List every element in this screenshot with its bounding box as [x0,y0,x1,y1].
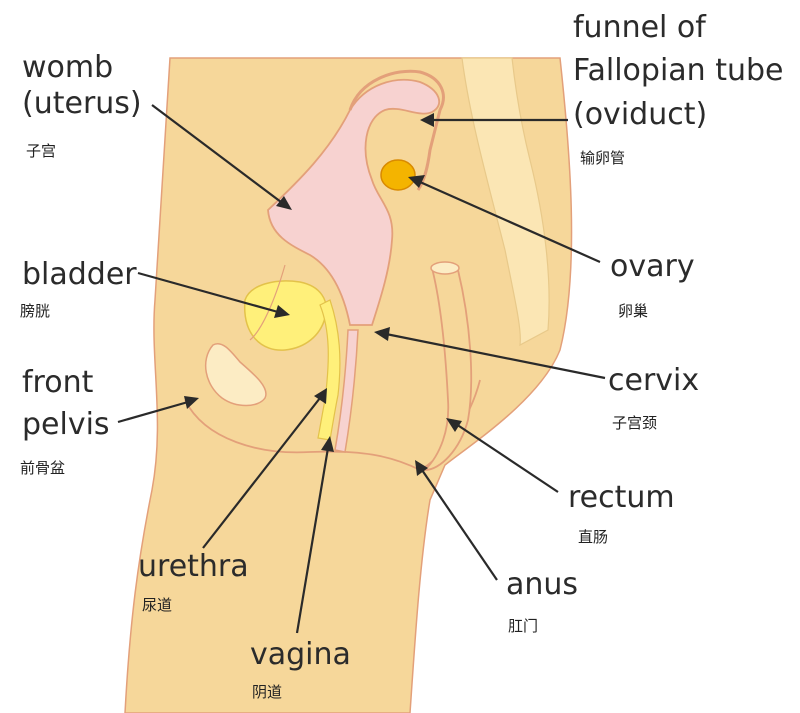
label-cervix-zh: 子宫颈 [612,414,657,432]
ovary-shape [380,159,416,191]
label-anus-en: anus [506,567,578,602]
label-ovary: ovary 卵巢 [610,249,695,320]
label-anus-zh: 肛门 [508,617,538,635]
label-bladder-en: bladder [22,257,137,292]
label-vagina-en: vagina [250,637,351,672]
label-vagina: vagina 阴道 [250,637,351,701]
label-urethra: urethra 尿道 [138,549,249,614]
label-anus: anus 肛门 [506,567,578,635]
spine [461,57,550,347]
fallopian-tube [348,69,445,191]
label-womb-line2: (uterus) [22,86,142,121]
label-bladder: bladder 膀胱 [20,257,137,320]
label-cervix: cervix 子宫颈 [608,363,699,432]
label-womb-zh: 子宫 [26,142,56,160]
label-rectum: rectum 直肠 [568,480,675,546]
front-pelvis-bone [205,343,267,407]
label-ovary-zh: 卵巢 [618,302,648,320]
label-rectum-zh: 直肠 [578,528,608,546]
label-womb: womb (uterus) 子宫 [22,50,142,160]
label-front-pelvis-line1: front [22,365,94,400]
label-bladder-zh: 膀胱 [20,302,50,320]
label-vagina-zh: 阴道 [252,683,282,701]
label-cervix-en: cervix [608,363,699,398]
uterus-shape [267,78,441,326]
label-funnel-line2: Fallopian tube [573,53,784,88]
label-funnel-line1: funnel of [573,10,707,45]
label-front-pelvis-zh: 前骨盆 [20,459,65,477]
label-rectum-en: rectum [568,480,675,515]
label-funnel-zh: 输卵管 [580,149,625,167]
inner-contour [249,264,286,341]
label-front-pelvis-line2: pelvis [22,407,110,442]
label-womb-line1: womb [22,50,113,85]
label-ovary-en: ovary [610,249,695,284]
label-funnel: funnel of Fallopian tube (oviduct) 输卵管 [573,10,784,167]
leader-lines [117,104,606,634]
label-urethra-zh: 尿道 [142,596,172,614]
label-urethra-en: urethra [138,549,249,584]
anatomy-illustration [124,57,573,713]
rectum-opening [430,261,460,275]
label-front-pelvis: front pelvis 前骨盆 [20,365,110,477]
vagina-shape [334,329,359,453]
label-funnel-line3: (oviduct) [573,97,707,132]
